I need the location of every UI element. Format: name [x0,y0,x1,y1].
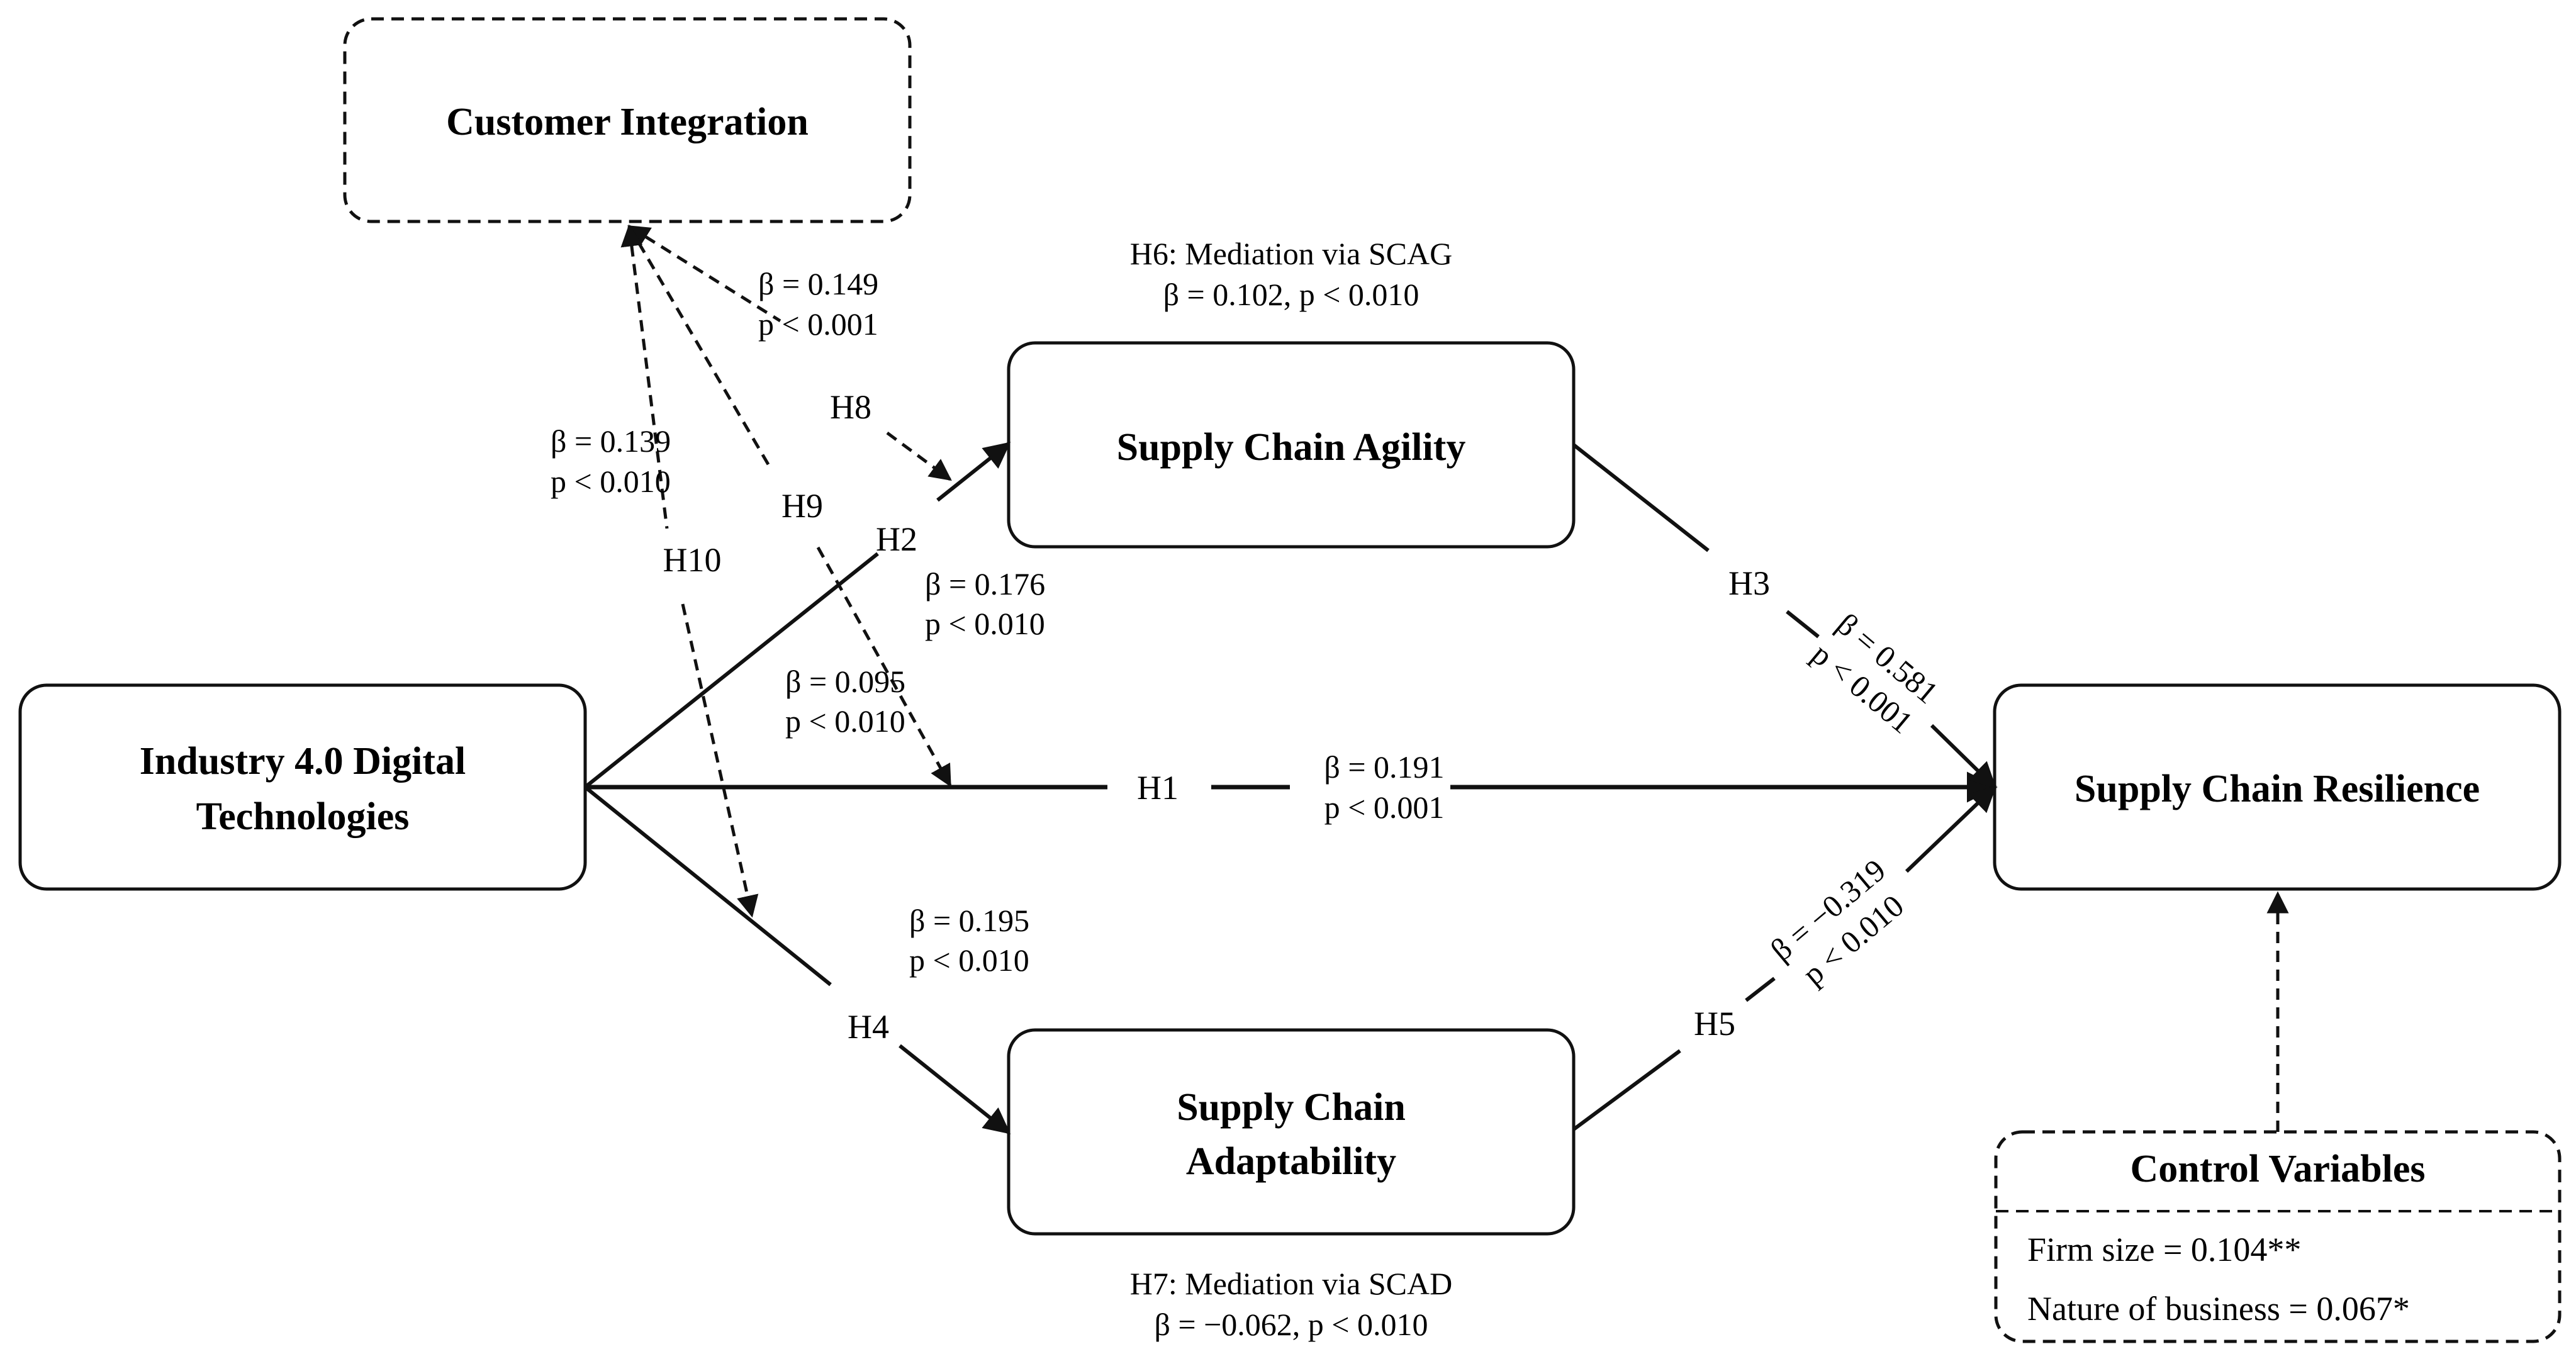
adaptability-label-line2: Adaptability [1186,1140,1396,1183]
h1-p: p < 0.001 [1324,790,1445,825]
resilience-label: Supply Chain Resilience [2075,768,2480,810]
path-h5: H5 β = −0.319 p < 0.010 [1572,785,1997,1131]
h4-beta: β = 0.195 [909,903,1029,938]
h9-p: p < 0.010 [785,703,905,739]
h5-label: H5 [1694,1005,1735,1043]
control-firm-size: Firm size = 0.104** [2027,1231,2301,1268]
customer-integration-node: Customer Integration [343,17,912,223]
customer-integration-label: Customer Integration [446,101,809,143]
h1-label: H1 [1137,769,1179,807]
resilience-node: Supply Chain Resilience [1993,683,2562,891]
path-h2: H2 β = 0.176 p < 0.010 [584,442,1045,789]
adaptability-label-line1: Supply Chain [1177,1086,1406,1129]
industry40-label-line2: Technologies [196,795,410,838]
h4-label: H4 [848,1008,889,1046]
agility-label: Supply Chain Agility [1117,426,1466,469]
h6-title: H6: Mediation via SCAG [1130,236,1452,271]
h10-beta: β = 0.139 [551,423,671,459]
agility-node: Supply Chain Agility [1007,341,1576,549]
path-h1: H1 β = 0.191 p < 0.001 [585,749,1998,825]
control-nature-of-business: Nature of business = 0.067* [2027,1290,2410,1328]
h1-beta: β = 0.191 [1324,749,1444,785]
industry40-node: Industry 4.0 Digital Technologies [18,683,587,891]
path-h3: H3 β = 0.581 p < 0.001 [1572,443,1996,789]
path-h4: H4 β = 0.195 p < 0.010 [584,785,1029,1134]
h2-p: p < 0.010 [925,606,1045,641]
mediation-h6: H6: Mediation via SCAG β = 0.102, p < 0.… [1130,236,1452,312]
control-variables-node: Control Variables Firm size = 0.104** Na… [1994,1130,2562,1343]
h7-stats: β = −0.062, p < 0.010 [1154,1307,1428,1342]
industry40-label-line1: Industry 4.0 Digital [140,740,466,783]
h8-label: H8 [830,388,871,426]
h9-label: H9 [781,487,823,525]
h8-p: p < 0.001 [758,306,878,342]
h2-beta: β = 0.176 [925,566,1045,601]
path-h8: H8 β = 0.149 p < 0.001 [627,225,952,481]
mediation-h7: H7: Mediation via SCAD β = −0.062, p < 0… [1130,1266,1452,1342]
h4-p: p < 0.010 [909,943,1029,978]
h10-label: H10 [663,541,722,579]
h2-label: H2 [876,520,917,558]
path-h9: H9 β = 0.095 p < 0.010 [627,225,952,788]
h8-beta: β = 0.149 [758,266,878,301]
control-variables-title: Control Variables [2130,1148,2425,1190]
h10-p: p < 0.010 [551,464,671,499]
h7-title: H7: Mediation via SCAD [1130,1266,1452,1301]
h6-stats: β = 0.102, p < 0.010 [1163,277,1420,312]
h9-beta: β = 0.095 [785,664,905,699]
h3-label: H3 [1728,564,1770,602]
path-h10: H10 β = 0.139 p < 0.010 [551,224,759,918]
adaptability-node: Supply Chain Adaptability [1007,1028,1576,1236]
